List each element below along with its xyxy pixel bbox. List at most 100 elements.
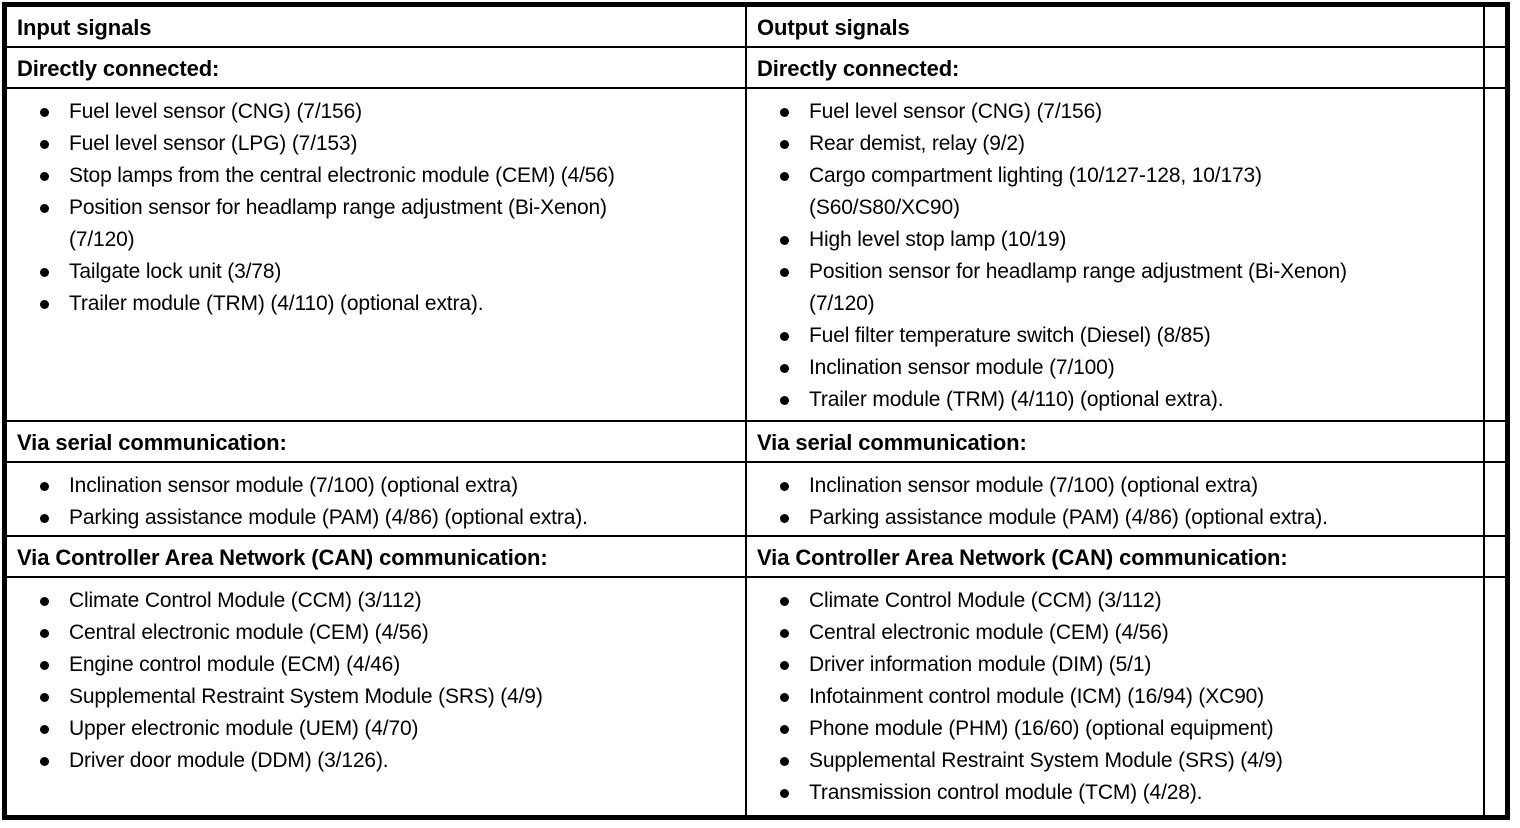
list-item: Driver door module (DDM) (3/126). — [7, 745, 745, 777]
list-item-text: Central electronic module (CEM) (4/56) — [69, 621, 429, 644]
bullet-icon — [40, 757, 49, 766]
column-header-output-signals: Output signals — [747, 7, 1485, 46]
list-item-text: Supplemental Restraint System Module (SR… — [809, 749, 1283, 772]
bullet-icon — [780, 757, 789, 766]
list-item-text: Position sensor for headlamp range adjus… — [809, 260, 1347, 283]
list-item: Supplemental Restraint System Module (SR… — [7, 681, 745, 713]
bullet-icon — [780, 172, 789, 181]
list-item-text: Infotainment control module (ICM) (16/94… — [809, 685, 1264, 708]
list-item-text: Inclination sensor module (7/100) (optio… — [69, 474, 518, 497]
list-item-text: Parking assistance module (PAM) (4/86) (… — [809, 506, 1328, 529]
subheading-cell-spare-via-serial — [1485, 422, 1505, 461]
bullet-icon — [780, 396, 789, 405]
table-header-row: Input signals Output signals — [7, 7, 1505, 48]
list-item-text: Fuel level sensor (CNG) (7/156) — [69, 100, 362, 123]
list-item: High level stop lamp (10/19) — [747, 224, 1483, 256]
list-item-text: Climate Control Module (CCM) (3/112) — [69, 589, 422, 612]
list-item: Phone module (PHM) (16/60) (optional equ… — [747, 713, 1483, 745]
subheading-cell-left-directly-connected: Directly connected: — [7, 48, 747, 87]
column-header-input-signals: Input signals — [7, 7, 747, 46]
subheading-cell-left-via-can: Via Controller Area Network (CAN) commun… — [7, 537, 747, 576]
list-item: Climate Control Module (CCM) (3/112) — [747, 585, 1483, 617]
bullet-icon — [40, 597, 49, 606]
list-item: Inclination sensor module (7/100) (optio… — [7, 470, 745, 502]
subheading-cell-right-via-can: Via Controller Area Network (CAN) commun… — [747, 537, 1485, 576]
list-item-text: Inclination sensor module (7/100) (optio… — [809, 474, 1258, 497]
list-item: Infotainment control module (ICM) (16/94… — [747, 681, 1483, 713]
subheading-left-via-can: Via Controller Area Network (CAN) commun… — [17, 545, 548, 570]
list-item: Stop lamps from the central electronic m… — [7, 160, 745, 192]
output-directly-connected-list: Fuel level sensor (CNG) (7/156) Rear dem… — [747, 89, 1483, 416]
list-item: Position sensor for headlamp range adjus… — [7, 192, 745, 256]
bullet-icon — [40, 172, 49, 181]
list-cell-input-via-can: Climate Control Module (CCM) (3/112) Cen… — [7, 578, 747, 815]
bullet-icon — [40, 725, 49, 734]
list-item: Rear demist, relay (9/2) — [747, 128, 1483, 160]
list-item-text: Tailgate lock unit (3/78) — [69, 260, 282, 283]
bullet-icon — [780, 597, 789, 606]
bullet-icon — [780, 236, 789, 245]
bullet-icon — [40, 268, 49, 277]
bullet-icon — [40, 482, 49, 491]
list-item: Upper electronic module (UEM) (4/70) — [7, 713, 745, 745]
list-item-text-continued: (7/120) — [809, 292, 875, 315]
bullet-icon — [40, 661, 49, 670]
list-cell-output-via-can: Climate Control Module (CCM) (3/112) Cen… — [747, 578, 1485, 815]
list-item: Fuel level sensor (CNG) (7/156) — [747, 96, 1483, 128]
bullet-icon — [40, 108, 49, 117]
bullet-icon — [780, 108, 789, 117]
bullet-icon — [40, 204, 49, 213]
bullet-icon — [780, 693, 789, 702]
bullet-icon — [40, 514, 49, 523]
list-cell-output-via-serial: Inclination sensor module (7/100) (optio… — [747, 463, 1485, 535]
input-signals-title: Input signals — [17, 15, 152, 40]
list-item: Central electronic module (CEM) (4/56) — [747, 617, 1483, 649]
bullet-icon — [780, 725, 789, 734]
input-directly-connected-list: Fuel level sensor (CNG) (7/156) Fuel lev… — [7, 89, 745, 320]
body-row-via-can: Climate Control Module (CCM) (3/112) Cen… — [7, 578, 1505, 815]
list-item: Inclination sensor module (7/100) (optio… — [747, 470, 1483, 502]
bullet-icon — [780, 514, 789, 523]
list-item-text: Climate Control Module (CCM) (3/112) — [809, 589, 1162, 612]
list-item-text: Upper electronic module (UEM) (4/70) — [69, 717, 419, 740]
list-item-text: Phone module (PHM) (16/60) (optional equ… — [809, 717, 1274, 740]
subheading-cell-spare-via-can — [1485, 537, 1505, 576]
subheading-cell-right-via-serial: Via serial communication: — [747, 422, 1485, 461]
list-item: Tailgate lock unit (3/78) — [7, 256, 745, 288]
bullet-icon — [780, 482, 789, 491]
bullet-icon — [780, 629, 789, 638]
list-item: Central electronic module (CEM) (4/56) — [7, 617, 745, 649]
subheading-cell-left-via-serial: Via serial communication: — [7, 422, 747, 461]
bullet-icon — [780, 364, 789, 373]
subheading-right-via-serial: Via serial communication: — [757, 430, 1027, 455]
list-item-text: High level stop lamp (10/19) — [809, 228, 1067, 251]
list-cell-spare-via-can — [1485, 578, 1505, 815]
list-item: Cargo compartment lighting (10/127-128, … — [747, 160, 1483, 224]
input-via-serial-list: Inclination sensor module (7/100) (optio… — [7, 463, 745, 534]
bullet-icon — [780, 789, 789, 798]
subheading-right-directly-connected: Directly connected: — [757, 56, 960, 81]
list-item-text: Fuel filter temperature switch (Diesel) … — [809, 324, 1211, 347]
subheading-left-via-serial: Via serial communication: — [17, 430, 287, 455]
list-item-text: Cargo compartment lighting (10/127-128, … — [809, 164, 1262, 187]
list-item-text-continued: (S60/S80/XC90) — [809, 196, 960, 219]
list-item: Supplemental Restraint System Module (SR… — [747, 745, 1483, 777]
list-item-text: Trailer module (TRM) (4/110) (optional e… — [69, 292, 484, 315]
list-cell-spare-via-serial — [1485, 463, 1505, 535]
list-item-text: Rear demist, relay (9/2) — [809, 132, 1025, 155]
list-cell-output-directly-connected: Fuel level sensor (CNG) (7/156) Rear dem… — [747, 89, 1485, 420]
list-item: Parking assistance module (PAM) (4/86) (… — [7, 502, 745, 534]
bullet-icon — [780, 661, 789, 670]
list-item: Climate Control Module (CCM) (3/112) — [7, 585, 745, 617]
subheading-row-via-serial: Via serial communication: Via serial com… — [7, 422, 1505, 463]
bullet-icon — [40, 300, 49, 309]
list-item-text: Engine control module (ECM) (4/46) — [69, 653, 401, 676]
subheading-row-directly-connected: Directly connected: Directly connected: — [7, 48, 1505, 89]
list-item: Position sensor for headlamp range adjus… — [747, 256, 1483, 320]
list-item-text: Central electronic module (CEM) (4/56) — [809, 621, 1169, 644]
bullet-icon — [780, 140, 789, 149]
subheading-cell-spare-directly-connected — [1485, 48, 1505, 87]
list-item: Trailer module (TRM) (4/110) (optional e… — [7, 288, 745, 320]
